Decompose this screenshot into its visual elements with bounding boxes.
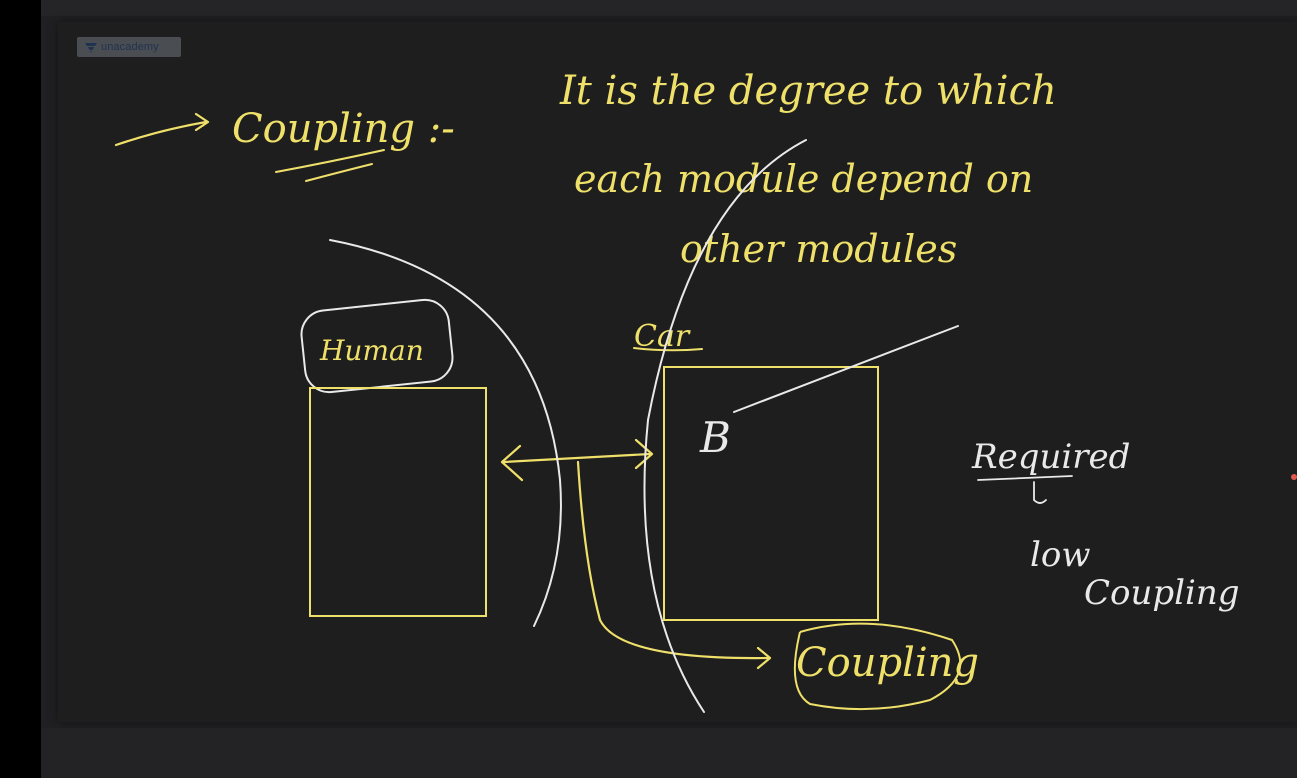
human-module-box <box>309 387 487 617</box>
required-down-arrow <box>1033 481 1047 504</box>
heading-underline-1 <box>275 149 385 173</box>
heading-underline-2 <box>305 163 373 182</box>
definition-line-3: other modules <box>680 227 957 271</box>
part-label: B <box>699 413 731 462</box>
coupling-note-label: Coupling <box>1084 573 1240 613</box>
car-module-box <box>663 366 879 621</box>
human-label: Human <box>319 334 424 367</box>
coupling-diagram-label: Coupling <box>796 640 979 686</box>
definition-line-2: each module depend on <box>574 157 1033 201</box>
top-band <box>41 0 1297 16</box>
dependency-arrow-right-head <box>634 438 654 470</box>
required-underline <box>977 475 1073 481</box>
low-label: low <box>1030 535 1090 575</box>
car-label-underline <box>633 347 703 352</box>
coupling-heading: Coupling :- <box>232 106 455 152</box>
unacademy-logo-icon <box>85 42 97 52</box>
dependency-arrow-left-head <box>500 444 524 482</box>
part-pointer-line <box>733 325 959 413</box>
heading-arrow-head <box>194 112 210 132</box>
human-label-bubble <box>300 298 454 394</box>
watermark-label: unacademy <box>101 41 159 53</box>
coupling-label-circle <box>793 622 962 711</box>
unacademy-watermark: unacademy <box>77 37 181 57</box>
definition-line-1: It is the degree to which <box>559 68 1057 114</box>
human-boundary-curve <box>329 239 562 627</box>
dependency-arrow-line <box>502 452 652 464</box>
laser-pointer-dot <box>1291 474 1297 480</box>
required-label: Required <box>971 437 1130 477</box>
bottom-band <box>41 728 1297 778</box>
heading-arrow-line <box>114 120 208 147</box>
coupling-pointer-arrow-head <box>756 646 772 670</box>
left-sidebar-strip <box>0 0 41 778</box>
whiteboard-canvas <box>58 22 1297 722</box>
car-boundary-curve <box>643 139 807 713</box>
coupling-pointer-arrow <box>576 460 770 660</box>
